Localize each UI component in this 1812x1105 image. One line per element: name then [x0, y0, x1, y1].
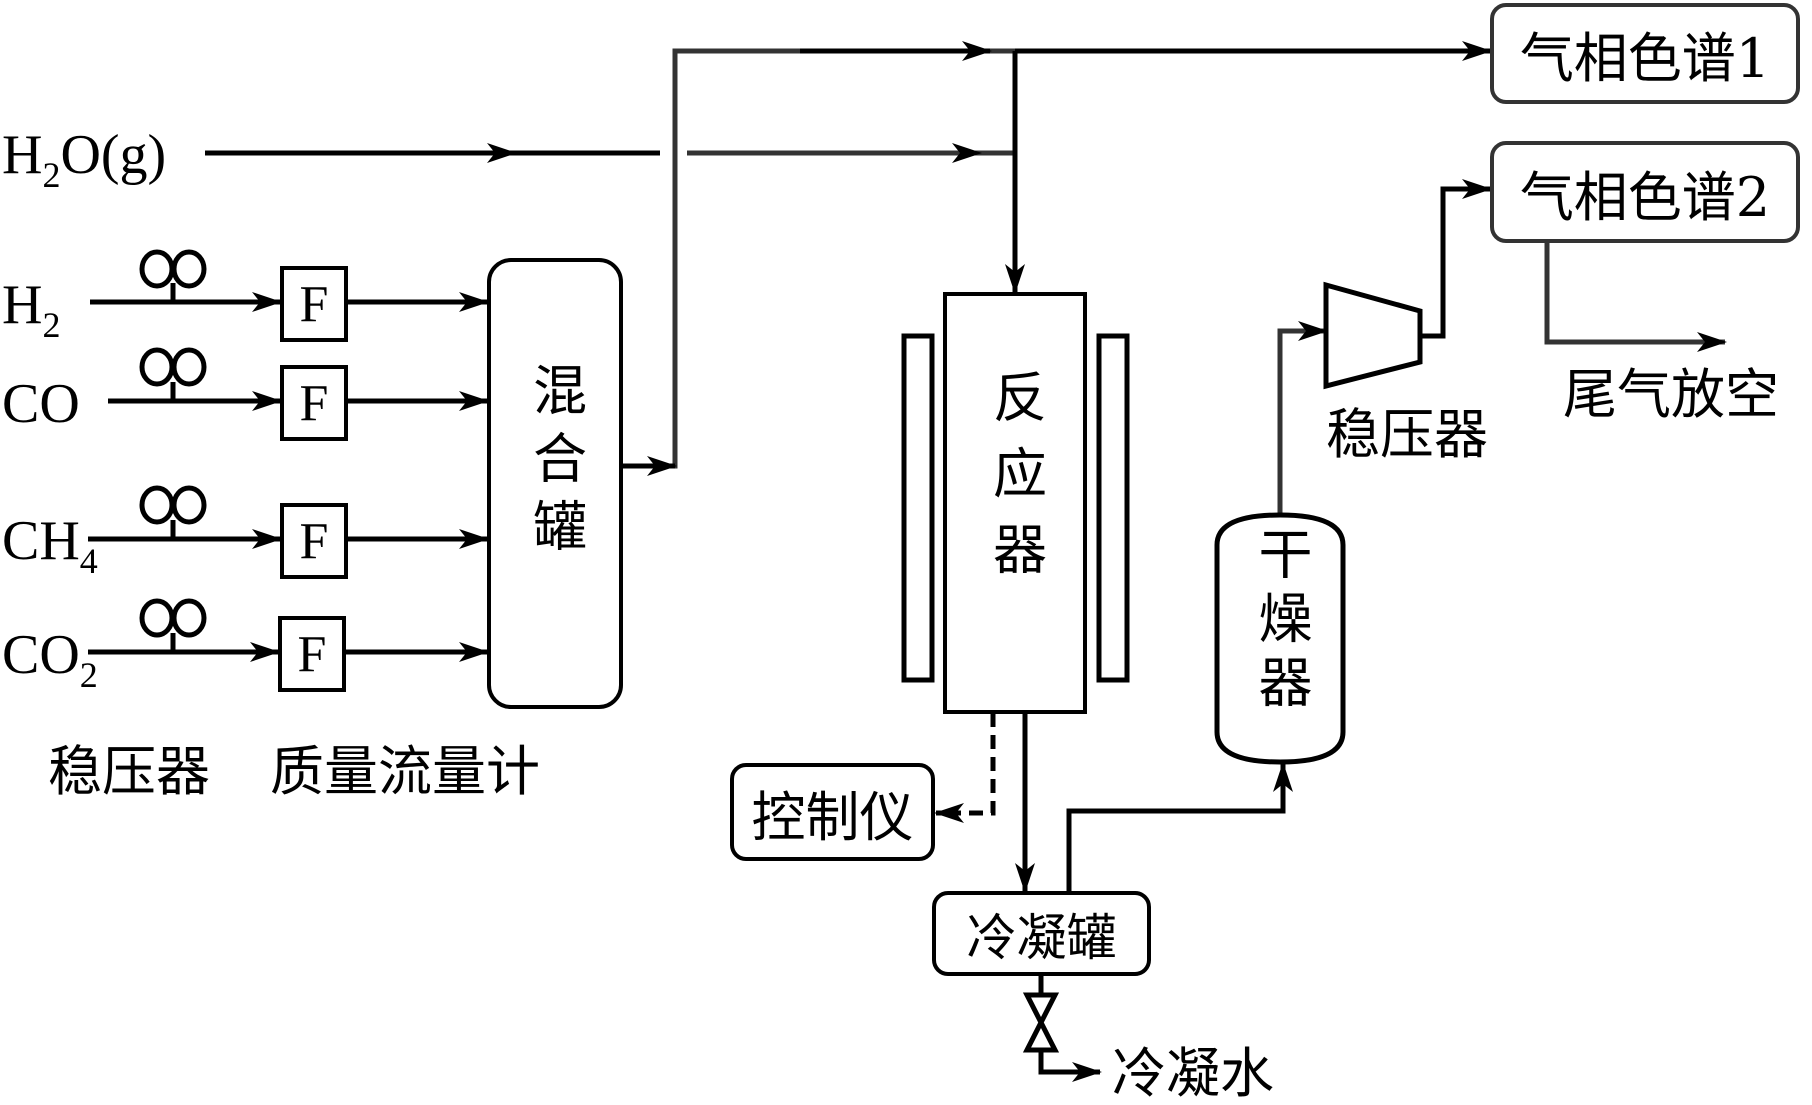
flowmeter-ch4: F [280, 503, 348, 579]
condenser-tank-label: 冷凝罐 [966, 908, 1117, 967]
exhaust-vent-label: 尾气放空 [1563, 363, 1779, 426]
mass-flow-meter-label: 质量流量计 [270, 740, 540, 803]
dryer-to-stabilizer-line [1277, 321, 1328, 515]
mixing-tank-label: 混合罐 [523, 361, 587, 566]
valve-icon [1022, 992, 1060, 1053]
control-signal-line [945, 713, 996, 816]
exhaust-line [1544, 242, 1727, 352]
ch4-label: CH4 [2, 510, 98, 581]
flowmeter-h2: F [280, 266, 348, 342]
pressure-regulator-label-right: 稳压器 [1326, 403, 1488, 466]
co2-label: CO2 [2, 624, 98, 695]
pressure-regulator-icon [1323, 281, 1423, 390]
co-label: CO [2, 373, 80, 435]
ch4-line [88, 485, 489, 549]
condenser-tank: 冷凝罐 [932, 891, 1151, 976]
flowmeter-co: F [280, 365, 348, 441]
heater-left [901, 333, 935, 683]
pressure-regulator-label-left: 稳压器 [48, 740, 210, 803]
drain-outlet-line [1038, 1050, 1102, 1082]
mixing-tank: 混合罐 [487, 258, 623, 709]
controller-label: 控制仪 [751, 785, 914, 849]
gc2-box: 气相色谱2 [1490, 141, 1800, 243]
stabilizer-to-gc2-line [1420, 179, 1492, 339]
h2o-label: H2O(g) [2, 124, 167, 195]
dryer-vessel [1214, 512, 1346, 765]
dryer-label: 干燥器 [1249, 526, 1312, 718]
controller: 控制仪 [730, 763, 935, 861]
h2-label: H2 [2, 274, 61, 345]
condenser-to-dryer-line [1066, 764, 1286, 891]
condensed-water-label: 冷凝水 [1112, 1042, 1274, 1105]
gc2-label: 气相色谱2 [1519, 165, 1771, 229]
heater-right [1096, 333, 1130, 683]
gc1-label: 气相色谱1 [1519, 27, 1771, 90]
gc1-box: 气相色谱1 [1490, 3, 1800, 104]
reactor-label: 反应器 [983, 369, 1047, 597]
reactor: 反应器 [943, 292, 1087, 714]
co2-line [88, 598, 489, 662]
h2-line [90, 249, 489, 312]
co-line [108, 347, 489, 411]
flowmeter-co2: F [278, 616, 346, 692]
